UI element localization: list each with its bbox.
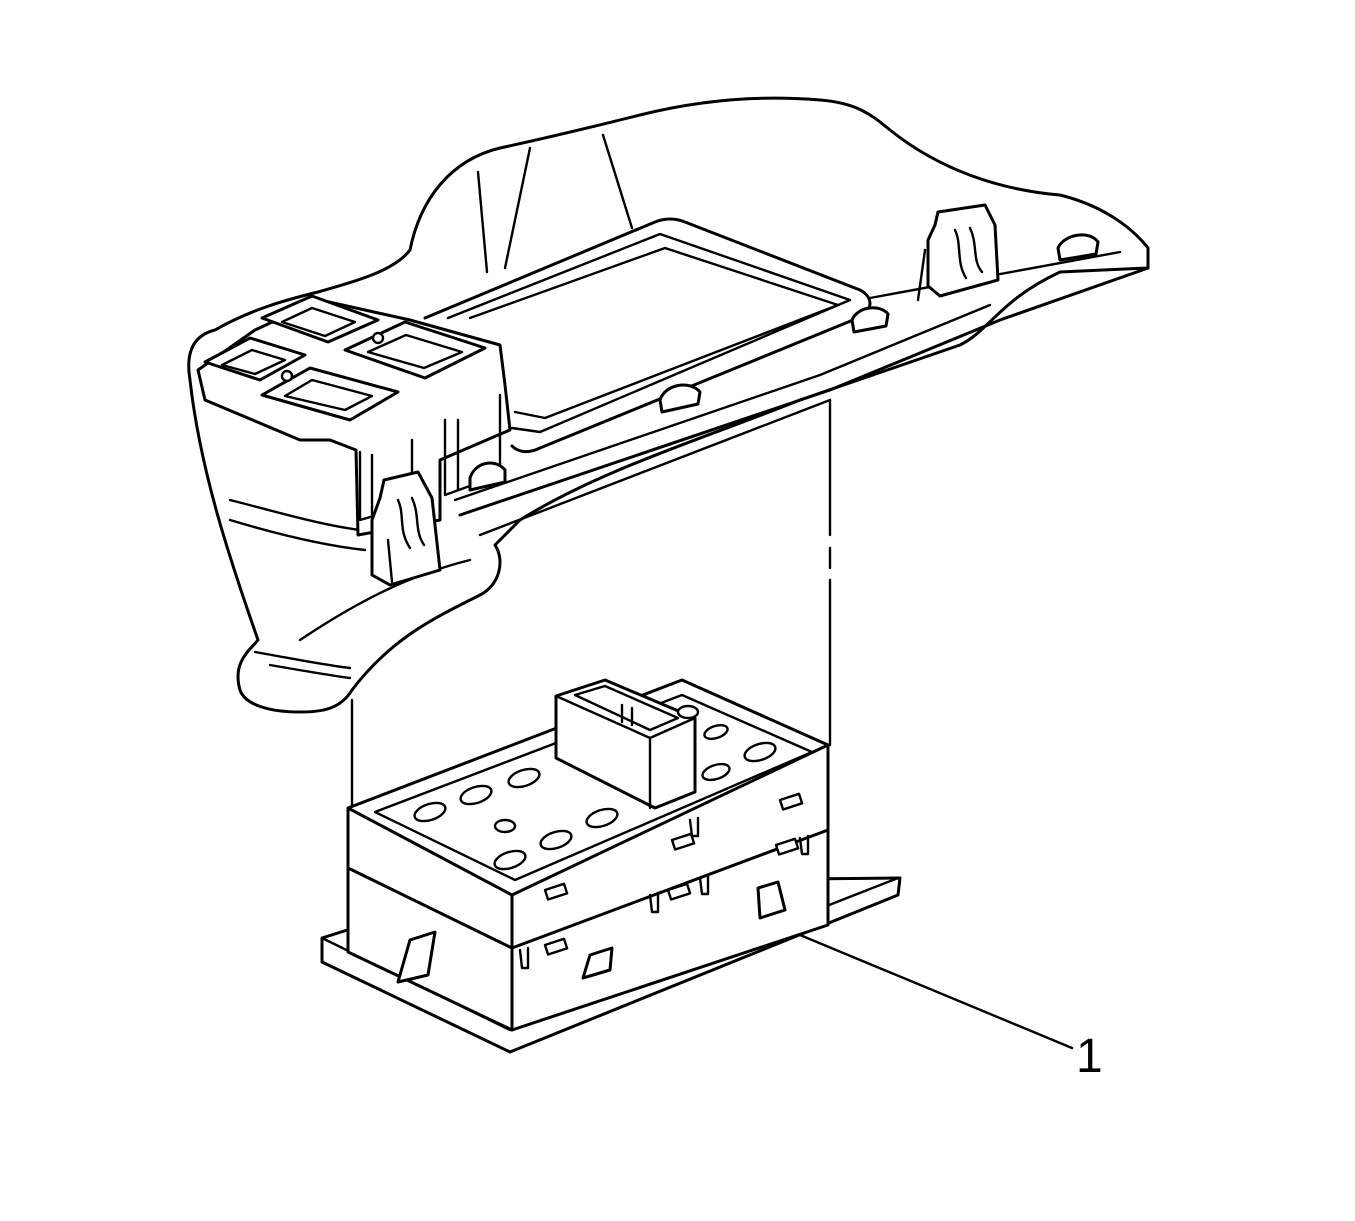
ledge-tab-3 (850, 306, 890, 334)
notch-4 (798, 834, 810, 856)
notch-2 (648, 891, 660, 914)
side-vent-4 (543, 937, 569, 956)
notch-3 (698, 874, 710, 896)
side-vent-6 (774, 837, 800, 856)
lock-tab-3 (756, 880, 787, 920)
panel-ledge-inner (453, 303, 992, 502)
button-slot-11 (676, 704, 700, 720)
notch-5 (688, 816, 700, 838)
hood-crease-mid (503, 146, 532, 270)
callout-number: 1 (1076, 1030, 1103, 1083)
ledge-tab-4 (1056, 233, 1100, 262)
button-slot-7 (585, 807, 619, 829)
side-vent-2 (670, 832, 696, 851)
lock-tab-2 (581, 946, 614, 980)
notch-1 (518, 946, 530, 970)
retaining-clip-left (370, 470, 442, 587)
socket-1 (203, 336, 307, 382)
panel-contour-3 (253, 650, 352, 670)
ledge-tab-2 (658, 383, 702, 414)
lock-tab-1 (396, 930, 437, 984)
panel-contour-4 (268, 663, 352, 680)
panel-contour-1 (228, 498, 362, 532)
button-slot-8 (703, 723, 729, 741)
socket-pin-1 (280, 369, 294, 383)
button-slot-6 (539, 829, 573, 851)
tray-frame-outer (423, 217, 872, 454)
retaining-clip-right (916, 203, 1000, 302)
panel-ledge-lower (478, 398, 832, 537)
socket-2 (260, 294, 380, 344)
tray-frame-inner (446, 232, 852, 434)
hood-crease-right (601, 133, 634, 230)
button-slot-2 (459, 784, 493, 806)
module-mid-seam (346, 828, 830, 950)
panel-contour-2 (228, 518, 367, 552)
panel-ledge-top (458, 266, 1150, 517)
switch-module (320, 678, 902, 1054)
ledge-tab-1 (468, 461, 507, 492)
module-connector (554, 678, 697, 810)
button-slot-10 (701, 762, 731, 782)
side-vent-1 (543, 882, 569, 901)
panel-contour-5 (298, 558, 472, 642)
hood-crease-left (476, 170, 489, 274)
button-slot-3 (507, 767, 541, 789)
side-vent-3 (778, 792, 804, 811)
trim-panel (187, 96, 1150, 714)
button-slot-4 (493, 818, 517, 834)
callout-1: 1 (798, 933, 1103, 1083)
button-slot-5 (493, 849, 527, 871)
socket-3 (260, 366, 400, 422)
button-slot-9 (743, 741, 777, 763)
button-slot-1 (413, 801, 447, 823)
side-vent-5 (666, 882, 692, 901)
callout-leader-line (798, 933, 1074, 1050)
socket-pin-2 (371, 331, 385, 345)
tray-opening (468, 246, 840, 420)
